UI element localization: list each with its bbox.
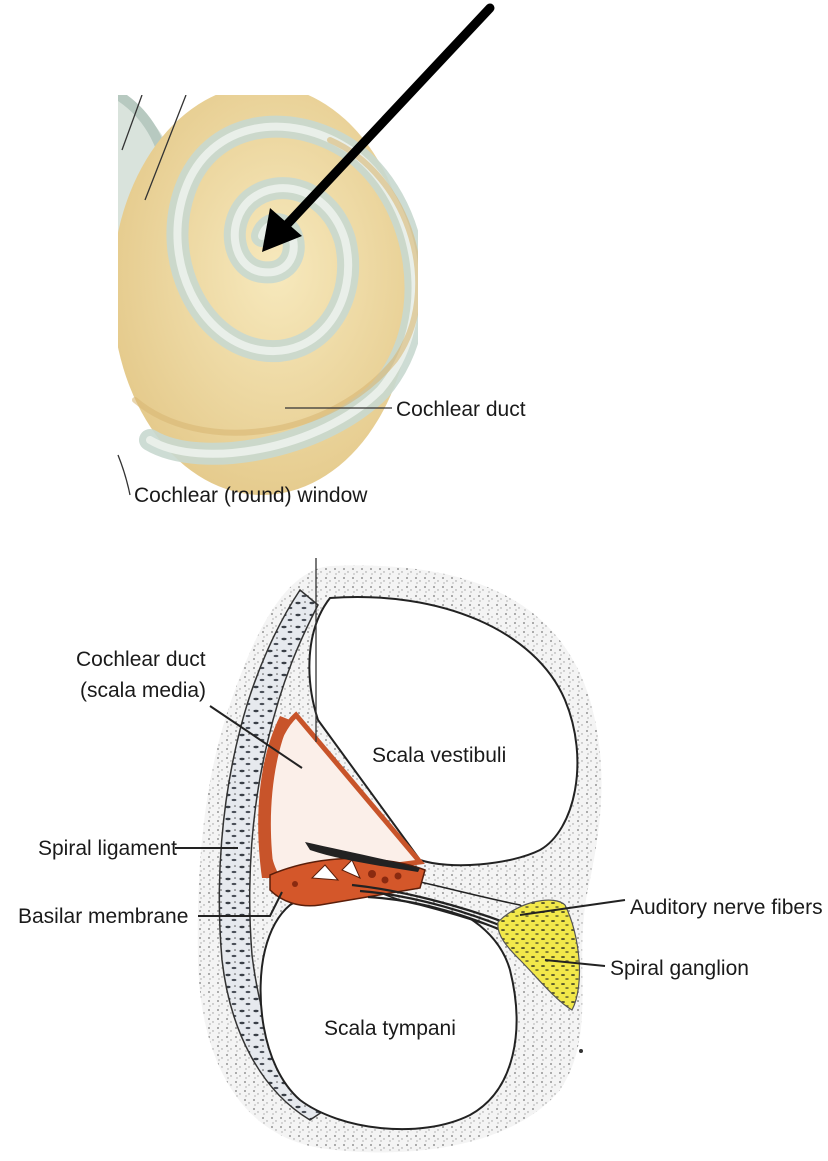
cochlea-cross-section (198, 558, 602, 1152)
label-scala-vestibuli: Scala vestibuli (372, 744, 506, 767)
label-scala-tympani: Scala tympani (324, 1017, 456, 1040)
label-cochlear-duct-line2: (scala media) (80, 679, 206, 702)
label-cochlear-duct-line1: Cochlear duct (76, 648, 206, 671)
label-auditory-nerve-fibers: Auditory nerve fibers (630, 896, 823, 919)
label-round-window: Cochlear (round) window (134, 484, 368, 507)
label-basilar-membrane: Basilar membrane (18, 905, 188, 928)
cochlea-illustration (112, 85, 418, 495)
label-spiral-ligament: Spiral ligament (38, 837, 177, 860)
label-cochlear-duct: Cochlear duct (396, 398, 526, 421)
label-spiral-ganglion: Spiral ganglion (610, 957, 749, 980)
